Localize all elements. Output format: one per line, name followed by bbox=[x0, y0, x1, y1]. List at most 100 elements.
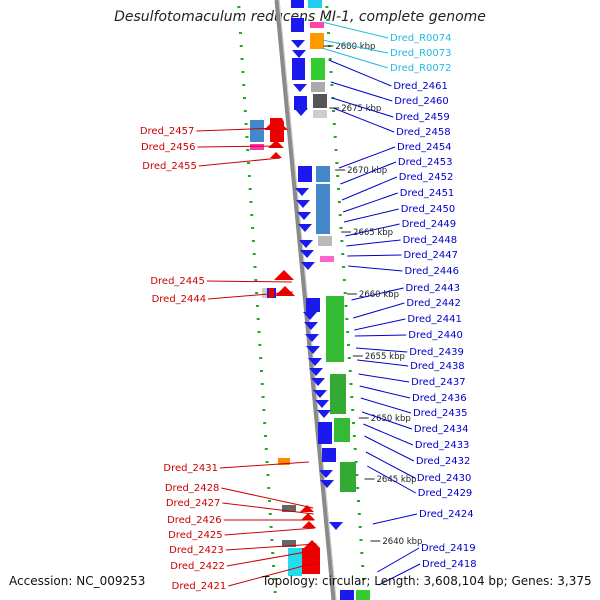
minor-tick bbox=[359, 539, 363, 541]
forward-arrow bbox=[298, 224, 312, 232]
gene-block bbox=[291, 0, 304, 8]
minor-tick bbox=[238, 32, 242, 34]
minor-tick bbox=[270, 539, 274, 541]
reverse-arrow bbox=[301, 513, 315, 520]
gene-label: Dred_2436 bbox=[412, 393, 467, 404]
minor-tick bbox=[346, 331, 350, 333]
gene-label: Dred_2432 bbox=[416, 456, 471, 467]
gene-block bbox=[322, 448, 336, 462]
gene-label: Dred_2430 bbox=[417, 473, 472, 484]
minor-tick bbox=[352, 422, 356, 424]
gene-label: Dred_2429 bbox=[418, 488, 473, 499]
minor-tick bbox=[269, 526, 273, 528]
gene-label: Dred_R0073 bbox=[390, 48, 452, 59]
minor-tick bbox=[336, 175, 340, 177]
gene-label: Dred_2450 bbox=[401, 204, 456, 215]
reverse-arrow bbox=[275, 286, 295, 296]
minor-tick bbox=[267, 487, 271, 489]
minor-tick bbox=[237, 6, 241, 8]
leader-line bbox=[338, 146, 396, 169]
leader-line bbox=[197, 145, 279, 148]
gene-label: Dred_2427 bbox=[166, 498, 221, 509]
gene-block bbox=[310, 33, 324, 49]
kbp-label: 2675 kbp bbox=[341, 104, 381, 114]
minor-tick bbox=[327, 32, 331, 34]
minor-tick bbox=[337, 188, 341, 190]
gene-block bbox=[316, 166, 330, 182]
minor-tick bbox=[260, 383, 264, 385]
gene-label: Dred_2437 bbox=[411, 377, 466, 388]
gene-block bbox=[262, 288, 267, 298]
minor-tick bbox=[342, 279, 346, 281]
gene-label: Dred_2448 bbox=[403, 235, 458, 246]
gene-label: Dred_2444 bbox=[152, 294, 207, 305]
gene-label: Dred_2453 bbox=[398, 157, 453, 168]
forward-arrow bbox=[300, 250, 314, 258]
gene-block bbox=[313, 94, 327, 108]
gene-label: Dred_2421 bbox=[172, 581, 227, 592]
minor-tick bbox=[345, 318, 349, 320]
gene-block bbox=[318, 236, 332, 246]
gene-block bbox=[292, 58, 305, 80]
gene-label: Dred_2442 bbox=[406, 298, 461, 309]
minor-tick bbox=[356, 487, 360, 489]
minor-tick bbox=[245, 136, 249, 138]
gene-block bbox=[310, 22, 324, 28]
minor-tick bbox=[246, 149, 250, 151]
leader-line bbox=[360, 397, 412, 414]
minor-tick bbox=[266, 474, 270, 476]
leader-line bbox=[208, 291, 293, 300]
gene-block bbox=[316, 184, 330, 234]
gene-block bbox=[326, 296, 344, 362]
leader-line bbox=[342, 192, 398, 213]
gene-label: Dred_2439 bbox=[409, 347, 464, 358]
gene-block bbox=[291, 18, 304, 32]
accession-label: Accession: NC_009253 bbox=[9, 574, 146, 588]
minor-tick bbox=[342, 266, 346, 268]
minor-tick bbox=[263, 422, 267, 424]
gene-block bbox=[311, 58, 325, 80]
gene-label: Dred_2438 bbox=[410, 361, 465, 372]
forward-arrow bbox=[329, 522, 343, 530]
minor-tick bbox=[347, 357, 351, 359]
reverse-arrow bbox=[300, 505, 314, 512]
leader-line bbox=[206, 280, 292, 283]
gene-block bbox=[294, 96, 307, 110]
leader-line bbox=[351, 287, 404, 301]
genome-summary-label: Topology: circular; Length: 3,608,104 bp… bbox=[262, 574, 592, 588]
minor-tick bbox=[355, 474, 359, 476]
gene-label: Dred_2458 bbox=[396, 127, 451, 138]
leader-line bbox=[378, 563, 421, 586]
gene-block bbox=[282, 505, 296, 512]
minor-tick bbox=[357, 513, 361, 515]
kbp-label: 2645 kbp bbox=[377, 475, 417, 485]
minor-tick bbox=[349, 383, 353, 385]
minor-tick bbox=[326, 19, 330, 21]
gene-label: Dred_2440 bbox=[408, 330, 463, 341]
leader-line bbox=[226, 549, 318, 567]
forward-arrow bbox=[311, 378, 325, 386]
gene-label: Dred_2456 bbox=[141, 142, 196, 153]
leader-line bbox=[358, 373, 410, 383]
minor-tick bbox=[247, 175, 251, 177]
leader-line bbox=[348, 265, 403, 272]
gene-label: Dred_2446 bbox=[404, 266, 459, 277]
minor-tick bbox=[255, 292, 259, 294]
minor-tick bbox=[258, 344, 262, 346]
minor-tick bbox=[255, 305, 259, 307]
gene-block bbox=[298, 166, 312, 182]
minor-tick bbox=[358, 526, 362, 528]
leader-line bbox=[346, 239, 401, 247]
minor-tick bbox=[340, 240, 344, 242]
minor-tick bbox=[264, 448, 268, 450]
leader-line bbox=[196, 127, 278, 132]
forward-arrow bbox=[309, 368, 323, 376]
minor-tick bbox=[259, 370, 263, 372]
minor-tick bbox=[334, 149, 338, 151]
leader-line bbox=[343, 208, 399, 223]
gene-block bbox=[250, 120, 264, 142]
gene-label: Dred_2419 bbox=[421, 543, 476, 554]
minor-tick bbox=[360, 552, 364, 554]
gene-block bbox=[340, 590, 354, 600]
leader-line bbox=[340, 161, 397, 185]
